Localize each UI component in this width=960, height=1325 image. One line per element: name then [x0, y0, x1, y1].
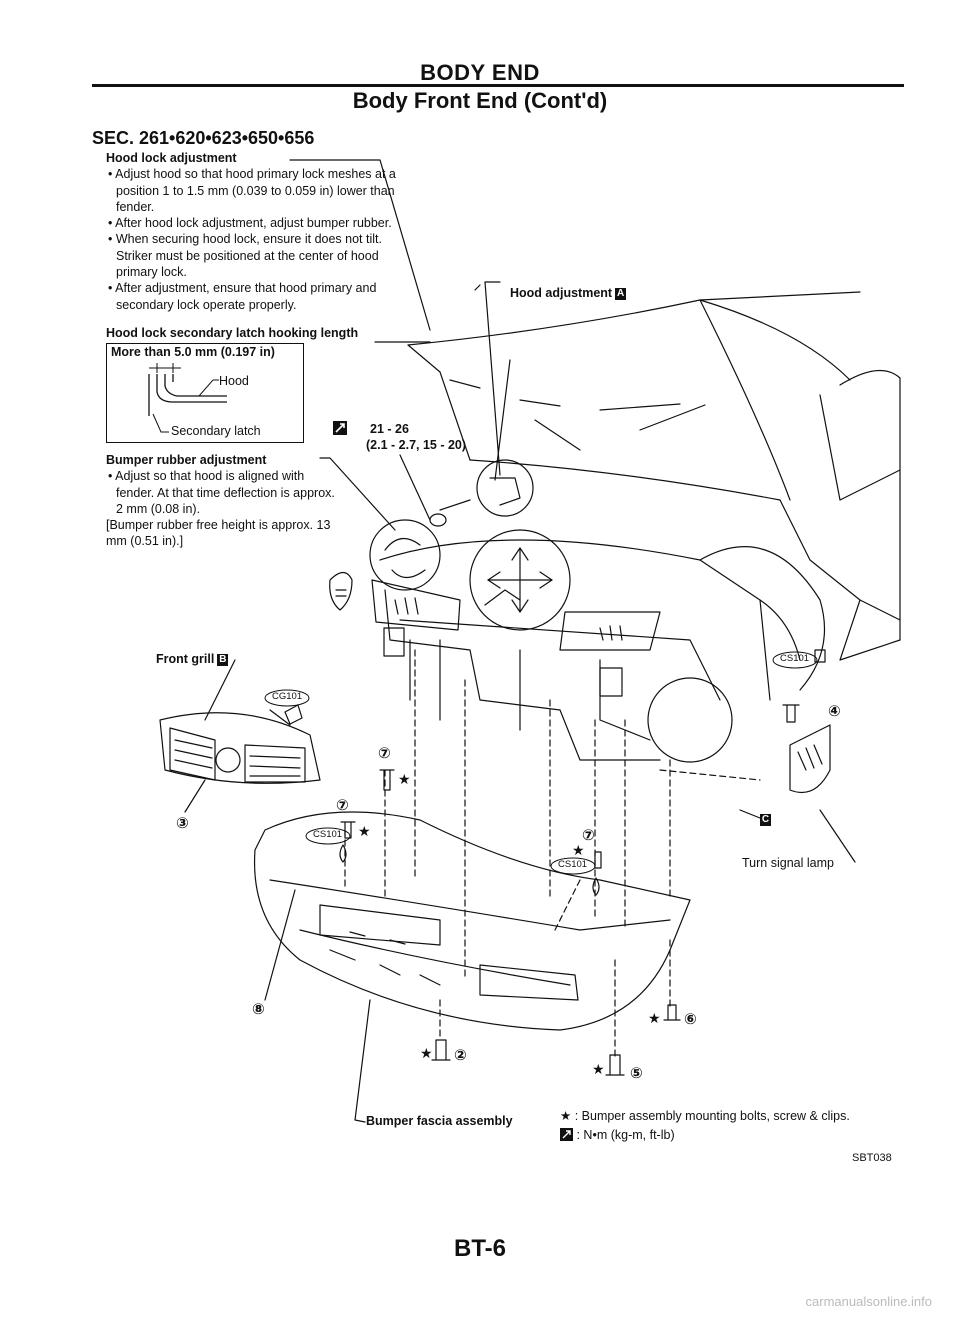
star-icon: ★ — [560, 1109, 572, 1123]
svg-text:★: ★ — [420, 1046, 433, 1062]
bumper-rubber-notes: Bumper rubber adjustment • Adjust so tha… — [106, 452, 336, 550]
turn-signal-lamp-label: Turn signal lamp — [742, 856, 834, 870]
hood-lock-bullet-4: • After adjustment, ensure that hood pri… — [108, 281, 377, 312]
callout-2: ② — [454, 1047, 467, 1064]
callout-5: ⑤ — [630, 1065, 643, 1082]
secondary-latch-box-title: More than 5.0 mm (0.197 in) — [111, 345, 275, 359]
c-box-label: C — [760, 814, 771, 826]
callout-7-top: ⑦ — [378, 745, 391, 762]
callout-7-mid: ⑦ — [336, 797, 349, 814]
svg-text:★: ★ — [648, 1011, 661, 1027]
callout-4: ④ — [828, 703, 841, 720]
page-number: BT-6 — [453, 1235, 506, 1262]
callout-3: ③ — [176, 815, 189, 832]
secondary-latch-label: Secondary latch — [171, 424, 261, 438]
clip-label-cs101-center: CS101 — [558, 859, 588, 870]
svg-text:★: ★ — [572, 843, 585, 859]
torque-value: 21 - 26 — [370, 422, 409, 436]
section-code: SEC. 261•620•623•650•656 — [92, 128, 315, 148]
secondary-latch-heading: Hood lock secondary latch hooking length — [106, 326, 359, 340]
hood-lock-bullet-2: • After hood lock adjustment, adjust bum… — [108, 216, 392, 231]
clip-label-cs101-left: CS101 — [313, 829, 343, 840]
watermark: carmanualsonline.info — [805, 1294, 932, 1309]
callout-8: ⑧ — [252, 1001, 265, 1018]
torque-icon — [560, 1128, 573, 1141]
legend-torque-row: : N•m (kg-m, ft-lb) — [560, 1128, 675, 1142]
front-grill-box: B — [217, 654, 229, 666]
svg-text:★: ★ — [358, 824, 371, 840]
torque-value-imperial: (2.1 - 2.7, 15 - 20) — [366, 438, 467, 452]
secondary-latch-sketch — [148, 363, 227, 433]
hood-lock-notes: Hood lock adjustment • Adjust hood so th… — [106, 150, 396, 313]
bumper-rubber-heading: Bumper rubber adjustment — [106, 453, 267, 467]
hood-lock-bullet-1: • Adjust hood so that hood primary lock … — [108, 167, 396, 214]
clip-label-cg101: CG101 — [272, 691, 303, 702]
torque-icon — [332, 420, 348, 441]
hood-lock-bullet-3: • When securing hood lock, ensure it doe… — [108, 232, 382, 280]
page-title: BODY END — [420, 60, 540, 85]
bumper-rubber-bullet-1: • Adjust so that hood is aligned with fe… — [108, 469, 335, 516]
secondary-latch-box: More than 5.0 mm (0.197 in) Hood Seconda… — [106, 343, 304, 443]
hood-lock-heading: Hood lock adjustment — [106, 151, 237, 165]
callout-7-right: ⑦ — [582, 827, 595, 844]
hood-label: Hood — [219, 374, 249, 388]
bumper-fascia-label: Bumper fascia assembly — [366, 1114, 513, 1128]
clip-label-cs101-right: CS101 — [780, 653, 810, 664]
svg-text:★: ★ — [398, 772, 411, 788]
svg-text:★: ★ — [592, 1062, 605, 1078]
callout-6: ⑥ — [684, 1011, 697, 1028]
header-rule — [92, 84, 904, 87]
figure-code: SBT038 — [852, 1152, 892, 1164]
hood-adjustment-box: A — [615, 288, 627, 300]
bumper-rubber-note: [Bumper rubber free height is approx. 13… — [106, 518, 331, 549]
legend-star-row: ★ : Bumper assembly mounting bolts, scre… — [560, 1109, 850, 1123]
page-subtitle: Body Front End (Cont'd) — [352, 88, 608, 113]
